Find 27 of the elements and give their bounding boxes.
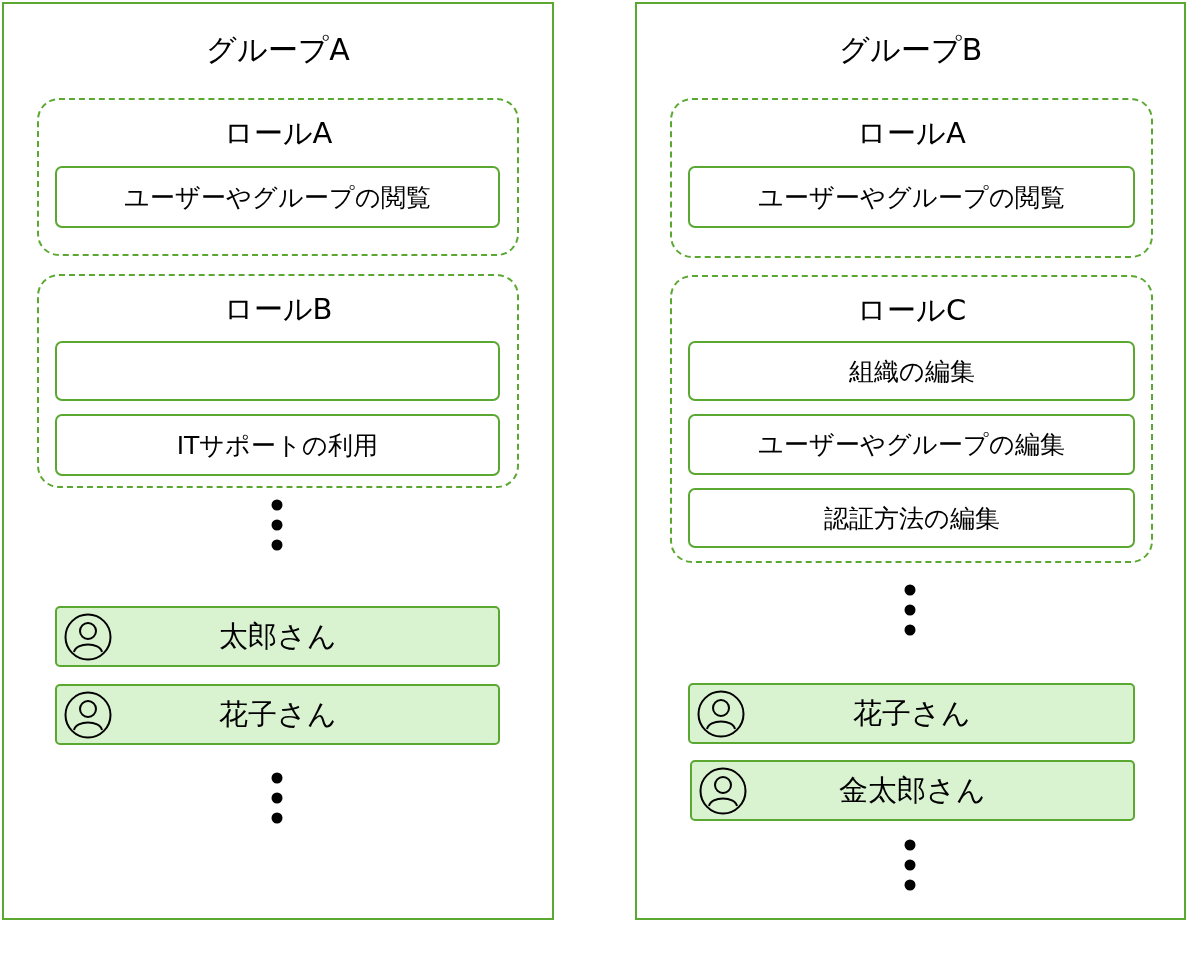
role-title: ロールC [856, 292, 967, 329]
permission-box: ITサポートの利用 [55, 414, 500, 476]
role-title: ロールA [223, 115, 333, 152]
member-name: 花子さん [218, 695, 337, 733]
group-panel [635, 2, 1186, 920]
permission-box: 認証方法の編集 [688, 488, 1135, 548]
role-box [37, 274, 519, 488]
role-title: ロールA [857, 115, 966, 152]
permission-box: ユーザーやグループの閲覧 [688, 166, 1135, 228]
member-name: 花子さん [852, 694, 971, 732]
member-box [55, 606, 500, 667]
role-box [670, 275, 1153, 563]
group-title: グループB [838, 31, 983, 69]
role-box [37, 98, 519, 256]
permission-box: 組織の編集 [688, 341, 1135, 401]
member-box [688, 683, 1135, 744]
member-box [690, 760, 1135, 821]
group-panel [2, 2, 554, 920]
role-box [670, 98, 1153, 258]
permission-box [55, 341, 500, 401]
member-name: 太郎さん [218, 617, 337, 655]
member-box [55, 684, 500, 745]
permission-box: ユーザーやグループの閲覧 [55, 166, 500, 228]
permission-box: ユーザーやグループの編集 [688, 414, 1135, 475]
member-name: 金太郎さん [839, 771, 986, 809]
group-title: グループA [206, 31, 350, 69]
role-title: ロールB [223, 291, 333, 328]
